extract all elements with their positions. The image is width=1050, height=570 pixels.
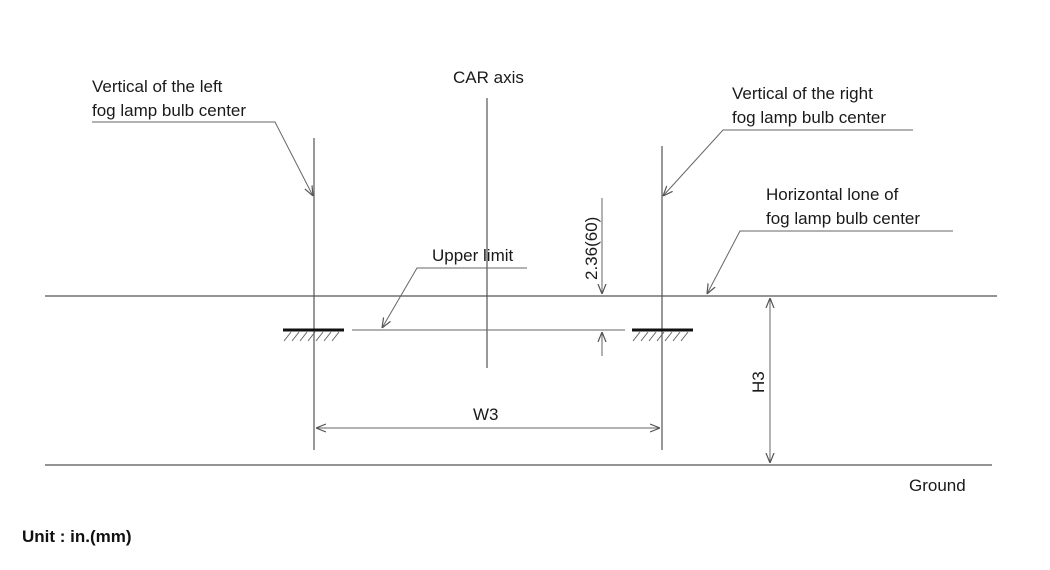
h3-label: H3: [749, 371, 768, 393]
w3-label: W3: [473, 405, 499, 424]
left-vertical-leader: [92, 121, 313, 196]
upper-limit-label: Upper limit: [432, 246, 514, 265]
right-vertical-label-1: Vertical of the right: [732, 84, 873, 103]
horizontal-line-label-2: fog lamp bulb center: [766, 209, 920, 228]
ground-label: Ground: [909, 476, 966, 495]
right-vertical-leader: [663, 129, 913, 196]
upper-limit-leader: [382, 267, 527, 328]
horizontal-line-leader: [707, 230, 953, 294]
right-ground-symbol: [632, 328, 693, 342]
left-vertical-label-1: Vertical of the left: [92, 77, 223, 96]
unit-label: Unit : in.(mm): [22, 527, 132, 546]
left-ground-symbol: [283, 328, 344, 342]
right-vertical-label-2: fog lamp bulb center: [732, 108, 886, 127]
horizontal-line-label-1: Horizontal lone of: [766, 185, 899, 204]
car-axis-label: CAR axis: [453, 68, 524, 87]
offset-dimension-label: 2.36(60): [582, 217, 601, 280]
left-vertical-label-2: fog lamp bulb center: [92, 101, 246, 120]
